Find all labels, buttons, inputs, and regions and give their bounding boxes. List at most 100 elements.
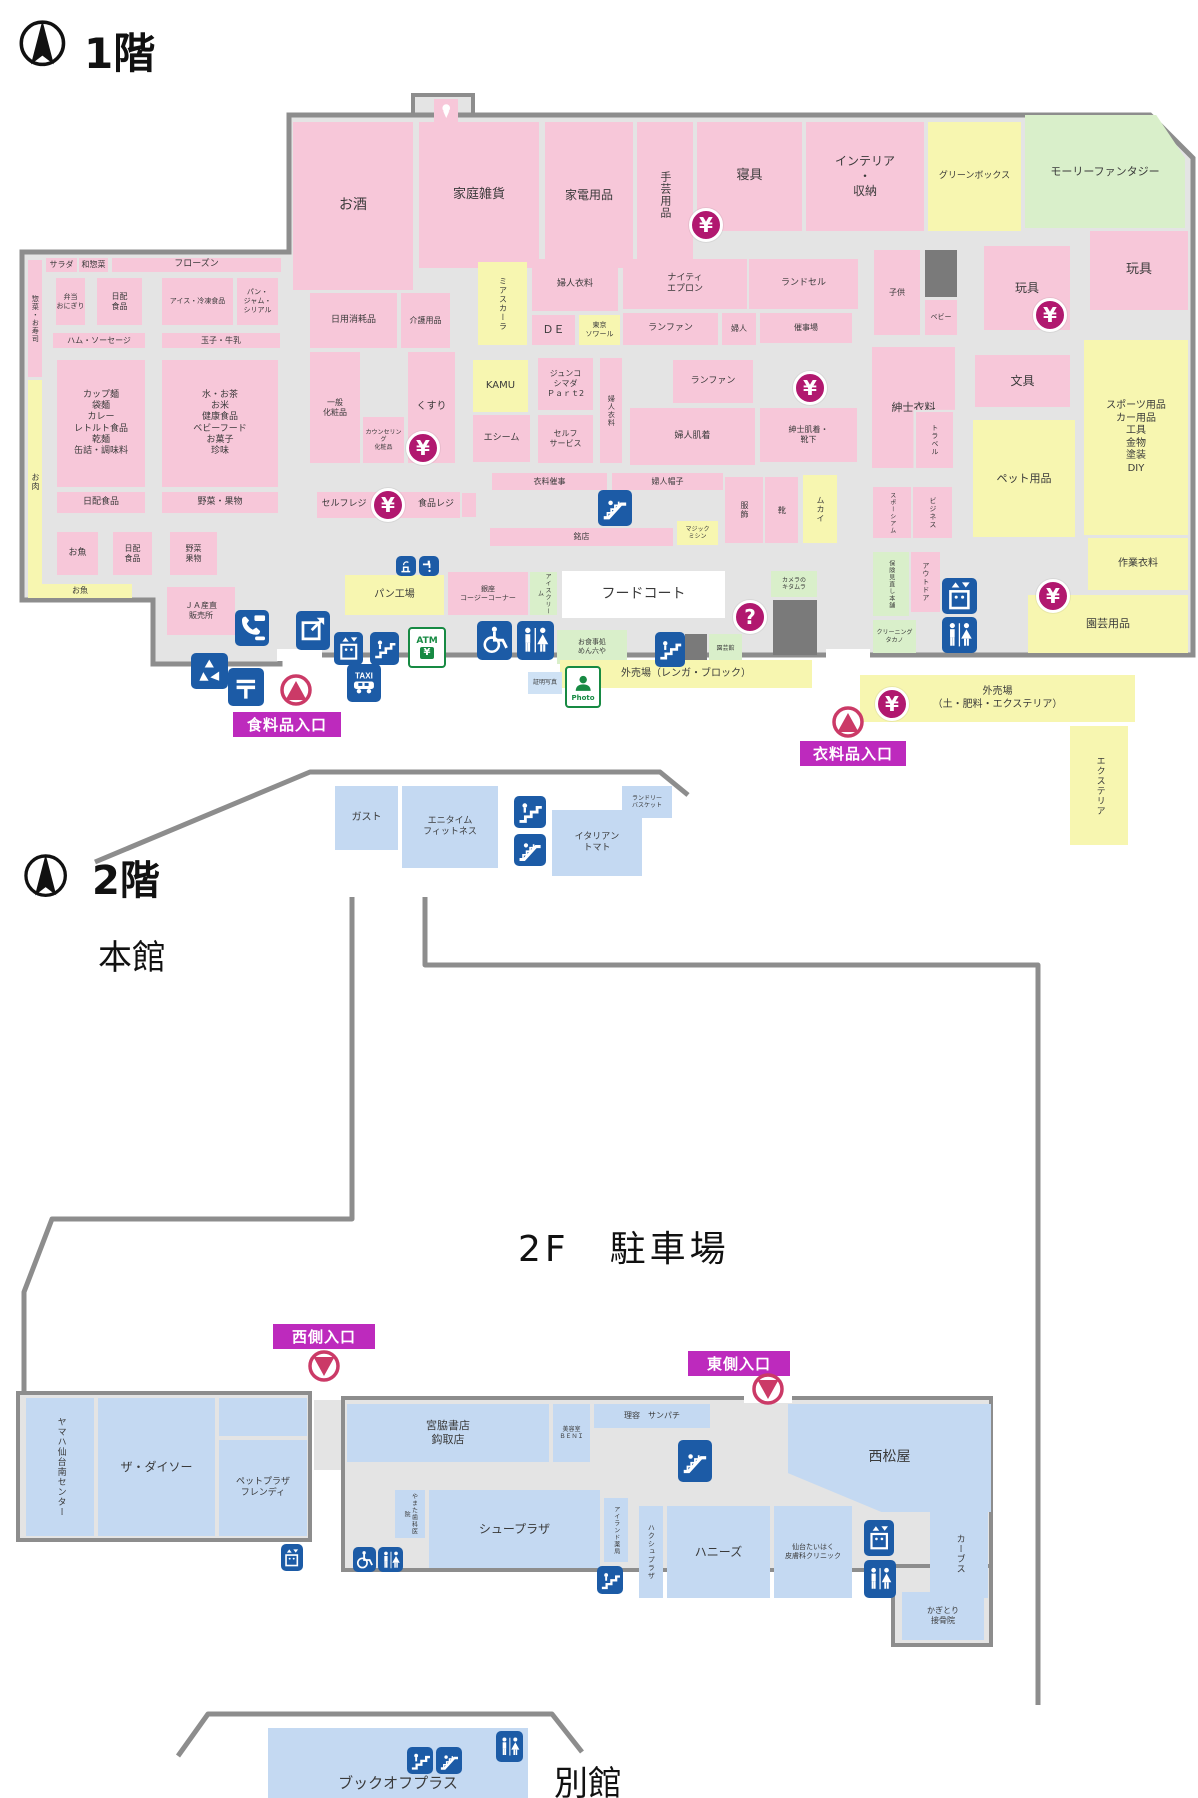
area-shinshi-hadagi: 紳士肌着・ 靴下 xyxy=(760,408,857,462)
area-kagitori-sekkotsuin: かぎとり 接骨院 xyxy=(902,1592,984,1640)
area-the-daiso: ザ・ダイソー xyxy=(98,1398,215,1536)
area-yamata-shika: やまた歯科医院 xyxy=(395,1490,425,1538)
elevator-icon-1f-west xyxy=(334,632,363,665)
area-counseling-kesho: カウンセリング 化粧品 xyxy=(363,417,404,463)
area-taihaku-clinic: 仙台たいはく 皮膚科クリニック xyxy=(774,1506,852,1598)
west-entrance-arrow-icon xyxy=(308,1350,340,1382)
area-sposium: スポーシアム xyxy=(873,487,911,538)
area-anytime-fitness: エニタイム フィットネス xyxy=(402,786,498,868)
area-ecime: エシーム xyxy=(473,415,530,462)
area-pan-jam: パン・ ジャム・ シリアル xyxy=(237,278,278,325)
escalator-icon-1f-center xyxy=(598,490,632,526)
area-sotouriba-renga: 外売場（レンガ・ブロック） xyxy=(560,660,812,688)
area-curves: カーブス xyxy=(930,1510,988,1598)
recycle-icon xyxy=(191,653,228,689)
area-sports-diy: スポーツ用品 カー用品 工具 金物 塗装 DIY xyxy=(1084,340,1188,535)
stairs-icon-annex xyxy=(514,796,546,828)
register-yen-6: ¥ xyxy=(1036,579,1070,613)
area-greenbox: グリーンボックス xyxy=(928,122,1021,231)
post-icon xyxy=(228,668,264,706)
area-hoken-minaoshi: 保険見直し本舗 xyxy=(873,552,909,616)
area-laundry-basket: ランドリー バスケット xyxy=(622,786,672,818)
exit-icon xyxy=(296,611,330,650)
area-bookoff-plus-label: ブックオフプラス xyxy=(338,1773,458,1792)
parking-label: 2F 駐車場 xyxy=(518,1229,730,1270)
restroom-icon-2f-west xyxy=(378,1547,403,1572)
area-fujin-boshi: 婦人帽子 xyxy=(612,473,723,490)
area-sagyo-irui: 作業衣料 xyxy=(1088,538,1188,590)
east-entrance-arrow-icon xyxy=(752,1373,784,1405)
floor2-title: 2階 xyxy=(92,858,160,904)
area-shokuhin-regi: 食品レジ xyxy=(417,499,454,510)
honkan-label: 本館 xyxy=(98,938,166,978)
area-iryo-saiji: 衣料催事 xyxy=(492,473,607,490)
north-compass-icon-1f xyxy=(12,12,72,78)
area-salad: サラダ xyxy=(46,258,77,272)
floor1-title: 1階 xyxy=(84,29,156,78)
area-kamu: KAMU xyxy=(473,360,528,412)
area-sanpachi: 理容 サンパチ xyxy=(594,1404,710,1428)
area-cozy-corner: 銀座 コージーコーナー xyxy=(448,572,528,615)
area-junko-shimada: ジュンコ シマダ Ｐａｒｔ2 xyxy=(538,358,593,410)
area-wasouzai: 和惣菜 xyxy=(79,258,108,272)
area-ice: アイス・冷凍食品 xyxy=(162,278,233,325)
area-daiso-ext xyxy=(219,1398,307,1436)
north-compass-icon-2f xyxy=(18,846,74,908)
information-question: ? xyxy=(733,600,767,634)
area-bookoff-plus-box xyxy=(268,1728,528,1798)
area-kutsu: 靴 xyxy=(765,477,798,543)
area-interior: インテリア ・ 収納 xyxy=(806,122,924,231)
atm-icon: ATM¥ xyxy=(408,627,446,668)
area-kaden: 家電用品 xyxy=(545,122,633,268)
area-oniku: お肉 xyxy=(28,380,42,584)
escalator-icon-2f xyxy=(678,1440,712,1482)
area-engeikan: 園芸館 xyxy=(709,634,742,664)
wheelchair-icon-1f xyxy=(477,621,512,660)
area-beni: 美容室 ＢＥＮＩ xyxy=(553,1404,590,1462)
area-bento: 弁当 おにぎり xyxy=(56,278,85,325)
area-travel: トラベル xyxy=(916,412,953,468)
area-island-yakkyoku: アイランド薬局 xyxy=(604,1498,628,1562)
area-fukushoku: 服飾 xyxy=(725,477,763,543)
area-mukai: ムカイ xyxy=(803,475,837,543)
area-tamago: 玉子・牛乳 xyxy=(162,333,280,348)
escalator-icon-annex xyxy=(514,834,546,866)
area-gray-box-c xyxy=(685,634,707,667)
area-bungu: 文具 xyxy=(975,355,1070,407)
area-italian-tomato: イタリアン トマト xyxy=(552,810,642,876)
register-yen-7: ¥ xyxy=(875,687,909,721)
area-omocha-b: 玩具 xyxy=(1090,231,1188,310)
stairs-icon-bekkan xyxy=(407,1747,433,1774)
area-nighty-apron: ナイティ エプロン xyxy=(623,259,747,309)
area-icecream: アイスクリーム xyxy=(530,572,557,615)
area-fujin-hadagi: 婦人肌着 xyxy=(630,408,755,465)
area-randoseru: ランドセル xyxy=(749,259,858,309)
svg-text:TAXI: TAXI xyxy=(355,672,373,681)
area-hakushu-plaza: ハクシュプラザ xyxy=(639,1506,663,1598)
elevator-icon-1f-east xyxy=(942,578,977,614)
bekkan-label: 別館 xyxy=(554,1764,622,1798)
restroom-icon-bekkan xyxy=(496,1731,523,1762)
area-kaigo: 介護用品 xyxy=(401,293,450,348)
area-shoe-plaza: シュープラザ xyxy=(429,1490,600,1568)
area-business: ビジネス xyxy=(913,487,952,538)
area-gusto: ガスト xyxy=(335,786,398,850)
area-lenfant-a: ランファン xyxy=(623,313,718,345)
area-gray-box-b xyxy=(773,600,817,655)
food-entrance-arrow-icon xyxy=(280,674,312,706)
area-osake: お酒 xyxy=(293,122,413,290)
stairs-icon-2f xyxy=(597,1566,623,1594)
area-pan-kojo: パン工場 xyxy=(345,575,444,615)
area-gray-box-a xyxy=(925,250,957,297)
area-tokyo-soir: 東京 ソワール xyxy=(579,315,620,345)
area-honeys: ハニーズ xyxy=(667,1506,770,1598)
escalator-icon-bekkan xyxy=(436,1747,462,1774)
area-lenfant-b: ランファン xyxy=(673,360,753,403)
photo-booth-icon: Photo xyxy=(565,666,601,708)
restroom-icon-1f-center xyxy=(517,621,554,660)
taxi-icon: TAXI xyxy=(347,664,381,702)
area-cupmen: カップ麺 袋麺 カレー レトルト食品 乾麺 缶詰・調味料 xyxy=(57,360,145,487)
wheelchair-icon-2f xyxy=(353,1547,376,1572)
area-baby: ベビー xyxy=(925,300,957,335)
